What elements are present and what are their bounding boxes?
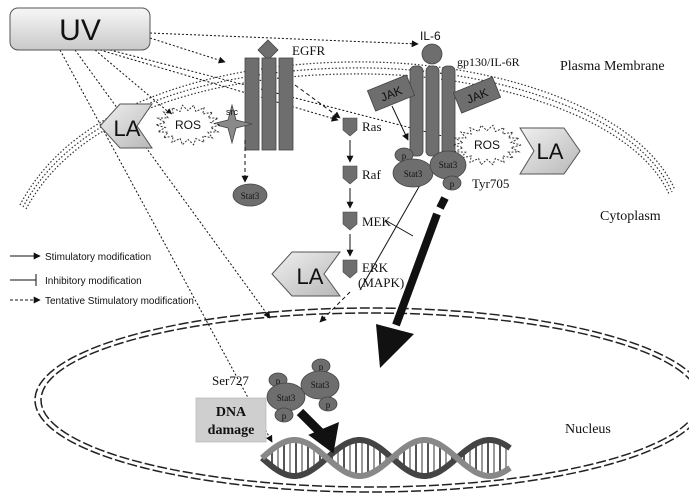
svg-text:p: p bbox=[319, 362, 324, 372]
src-kinase: src bbox=[211, 103, 253, 145]
dna-damage-line1: DNA bbox=[216, 405, 247, 420]
jak-right: JAK bbox=[452, 76, 502, 114]
dna-helix bbox=[260, 437, 512, 479]
inhibitory-link bbox=[359, 184, 421, 291]
raf-label: Raf bbox=[362, 167, 381, 182]
jak-left: JAK bbox=[366, 74, 416, 112]
gp130-receptor bbox=[409, 43, 456, 157]
svg-text:p: p bbox=[450, 179, 455, 189]
uv-source: UV bbox=[9, 7, 151, 51]
nuclear-membrane bbox=[34, 307, 689, 493]
nucleus-label: Nucleus bbox=[565, 422, 611, 437]
svg-text:p: p bbox=[276, 376, 281, 386]
legend-stimulatory: Stimulatory modification bbox=[45, 252, 151, 263]
tyr705-label: Tyr705 bbox=[472, 176, 509, 191]
erk-label: ERK bbox=[362, 260, 389, 275]
mek-label: MEK bbox=[362, 214, 392, 229]
egfr-label: EGFR bbox=[292, 43, 326, 58]
stat3-cytoplasm: Stat3 bbox=[232, 183, 268, 207]
cytoplasm-label: Cytoplasm bbox=[600, 209, 661, 224]
ros-right-label: ROS bbox=[474, 138, 500, 152]
svg-text:Stat3: Stat3 bbox=[404, 169, 423, 179]
svg-text:p: p bbox=[282, 411, 287, 421]
jak-to-stat3-arrow bbox=[391, 105, 409, 141]
dna-strand bbox=[260, 437, 512, 479]
gp130-label: gp130/IL-6R bbox=[457, 55, 520, 69]
la-left: LA bbox=[99, 103, 153, 149]
src-label: src bbox=[226, 107, 238, 117]
svg-text:Stat3: Stat3 bbox=[439, 160, 458, 170]
la-middle-label: LA bbox=[297, 264, 324, 289]
la-middle: LA bbox=[271, 251, 341, 297]
uv-label: UV bbox=[59, 14, 101, 47]
svg-text:p: p bbox=[326, 400, 331, 410]
stat3-cyto-label: Stat3 bbox=[241, 191, 260, 201]
dna-binding-arrow bbox=[296, 408, 339, 454]
uv-arrows bbox=[59, 32, 451, 443]
mapk-label: (MAPK) bbox=[358, 275, 404, 290]
dna-strand bbox=[260, 437, 512, 479]
svg-text:p: p bbox=[402, 151, 407, 161]
ros-left: ROS bbox=[154, 104, 222, 146]
svg-text:Stat3: Stat3 bbox=[277, 393, 296, 403]
tentative-arrows bbox=[241, 84, 351, 323]
legend: Stimulatory modification Inhibitory modi… bbox=[10, 252, 194, 307]
egfr-receptor bbox=[244, 39, 294, 151]
dna-damage-box: DNA damage bbox=[195, 397, 267, 443]
dna-damage-line2: damage bbox=[208, 423, 255, 438]
ras-label: Ras bbox=[362, 119, 382, 134]
la-right-label: LA bbox=[537, 139, 564, 164]
translocation-arrow bbox=[376, 196, 449, 368]
il6-label: IL-6 bbox=[420, 29, 441, 43]
legend-tentative: Tentative Stimulatory modification bbox=[45, 296, 194, 307]
plasma-membrane-label: Plasma Membrane bbox=[560, 59, 665, 74]
la-left-label: LA bbox=[114, 116, 141, 141]
ros-left-label: ROS bbox=[175, 118, 201, 132]
legend-inhibitory: Inhibitory modification bbox=[45, 276, 142, 287]
mapk-cascade bbox=[342, 117, 358, 279]
stat3-dimer-membrane: p Stat3 Stat3 p bbox=[392, 147, 467, 191]
ser727-label: Ser727 bbox=[212, 373, 249, 388]
svg-text:Stat3: Stat3 bbox=[311, 380, 330, 390]
la-right: LA bbox=[519, 127, 581, 175]
ros-right: ROS bbox=[452, 124, 522, 166]
stat3-dimer-nucleus: p p Stat3 Stat3 p p bbox=[266, 358, 340, 423]
